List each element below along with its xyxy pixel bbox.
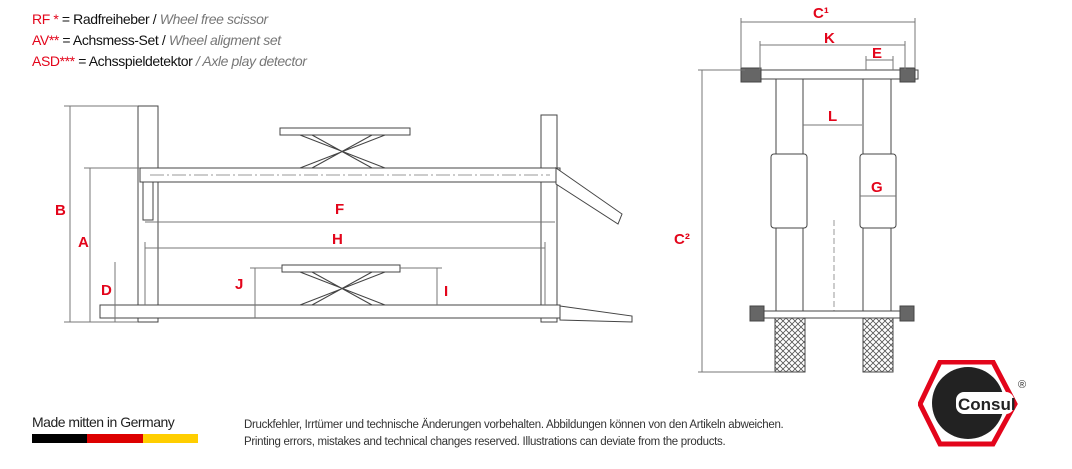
logo-text: Consul — [958, 395, 1016, 414]
label-h: H — [332, 231, 343, 248]
made-in-germany: Made mitten in Germany — [32, 414, 175, 430]
lower-runway — [99, 304, 561, 319]
consul-logo: Consul ® — [918, 360, 1026, 447]
label-e: E — [872, 45, 882, 62]
right-column — [540, 114, 558, 323]
wheel-free-scissor-top — [279, 127, 411, 169]
flag-gold — [142, 434, 198, 443]
top-crossbar — [747, 69, 919, 80]
dim-c2 — [698, 69, 775, 373]
label-l: L — [828, 108, 837, 125]
disclaimer: Druckfehler, Irrtümer und technische Änd… — [244, 417, 784, 451]
disclaimer-de: Druckfehler, Irrtümer und technische Änd… — [244, 419, 784, 431]
label-b: B — [55, 202, 66, 219]
right-turntable — [859, 153, 897, 229]
dim-j — [250, 267, 282, 318]
flag-black — [32, 434, 88, 443]
label-a: A — [78, 234, 89, 251]
top-left-post — [740, 67, 762, 83]
legend: RF * = Radfreiheber / Wheel free scissor… — [32, 9, 307, 72]
left-column — [137, 105, 159, 323]
dim-h — [144, 242, 546, 305]
label-c2: C² — [674, 231, 690, 248]
lift-drawings: B A D F H J I C¹ K E L G — [55, 5, 919, 373]
dim-k — [759, 41, 906, 70]
label-k: K — [824, 30, 835, 47]
right-ramp — [862, 317, 894, 373]
legend-av: AV** = Achsmess-Set / Wheel aligment set — [32, 32, 281, 48]
legend-asd: ASD*** = Achsspieldetektor / Axle play d… — [32, 53, 307, 69]
lower-ramp — [559, 305, 633, 323]
upper-ramp — [555, 167, 623, 225]
dim-b — [64, 105, 138, 323]
left-turntable — [770, 153, 808, 229]
disclaimer-en: Printing errors, mistakes and technical … — [244, 436, 726, 448]
registered-mark: ® — [1018, 379, 1026, 391]
dim-c1 — [740, 18, 916, 68]
wheel-free-scissor-bottom — [281, 264, 401, 306]
german-flag-bar — [32, 434, 198, 443]
top-view: C¹ K E L G C² — [674, 5, 919, 373]
legend-rf: RF * = Radfreiheber / Wheel free scissor — [32, 11, 268, 27]
label-d: D — [101, 282, 112, 299]
label-g: G — [871, 179, 883, 196]
left-ramp — [774, 317, 806, 373]
label-c1: C¹ — [813, 5, 829, 22]
label-i: I — [444, 283, 448, 300]
bottom-crossbar — [751, 310, 913, 319]
dim-i — [400, 267, 442, 305]
top-right-post — [899, 67, 916, 83]
label-f: F — [335, 201, 344, 218]
bottom-right-post — [899, 305, 915, 322]
flag-red — [87, 434, 143, 443]
side-view: B A D F H J I — [55, 105, 633, 323]
label-j: J — [235, 276, 243, 293]
bottom-left-post — [749, 305, 765, 322]
dim-e — [865, 56, 894, 70]
dim-a — [84, 167, 140, 322]
